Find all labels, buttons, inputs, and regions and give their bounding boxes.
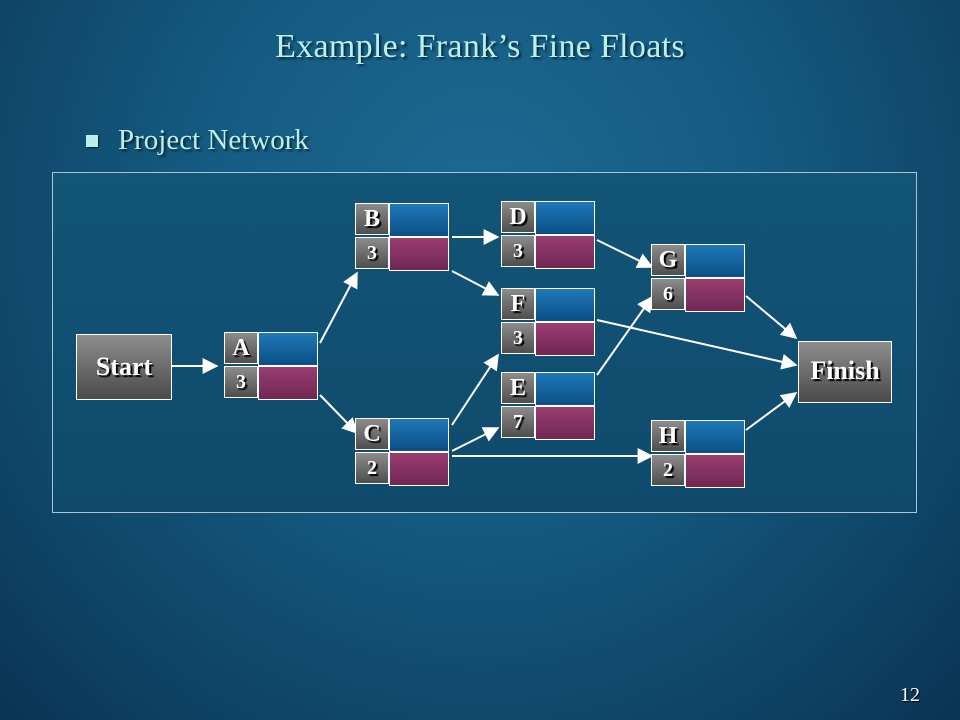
edge-c-e	[451, 427, 500, 452]
edge-e-g	[596, 295, 653, 376]
activity-label: F	[501, 288, 535, 320]
slide-title: Example: Frank’s Fine Floats	[275, 28, 685, 65]
activity-node-b: B 3	[355, 203, 449, 271]
early-times-cell	[685, 420, 745, 454]
early-times-cell	[535, 288, 595, 322]
finish-node: Finish	[798, 341, 892, 403]
activity-label: A	[224, 332, 258, 364]
finish-label: Finish	[810, 356, 880, 385]
bullet-text: Project Network	[118, 124, 309, 156]
late-times-cell	[258, 366, 318, 400]
activity-duration: 3	[224, 366, 258, 398]
edge-a-c	[319, 394, 359, 435]
edge-g-finish	[745, 295, 798, 340]
activity-node-e: E 7	[501, 372, 595, 440]
activity-node-g: G 6	[651, 244, 745, 312]
edge-d-g	[596, 239, 654, 268]
activity-label: E	[501, 372, 535, 404]
slide-number: 12	[900, 684, 920, 706]
edge-a-b	[319, 271, 358, 344]
late-times-cell	[685, 454, 745, 488]
activity-duration: 7	[501, 406, 535, 438]
edge-h-finish	[745, 392, 798, 431]
early-times-cell	[535, 201, 595, 235]
start-label: Start	[95, 352, 153, 381]
early-times-cell	[389, 203, 449, 237]
late-times-cell	[535, 322, 595, 356]
late-times-cell	[685, 278, 745, 312]
edge-c-f	[451, 353, 499, 426]
activity-label: C	[355, 418, 389, 450]
activity-node-f: F 3	[501, 288, 595, 356]
early-times-cell	[685, 244, 745, 278]
activity-node-d: D 3	[501, 201, 595, 269]
bullet-item: Project Network	[86, 124, 309, 157]
activity-duration: 3	[355, 237, 389, 269]
early-times-cell	[258, 332, 318, 366]
activity-label: D	[501, 201, 535, 233]
late-times-cell	[389, 237, 449, 271]
late-times-cell	[389, 452, 449, 486]
activity-duration: 3	[501, 235, 535, 267]
edge-b-f	[451, 270, 500, 296]
edge-f-finish	[596, 319, 798, 370]
activity-label: G	[651, 244, 685, 276]
activity-label: B	[355, 203, 389, 235]
start-node: Start	[76, 334, 172, 400]
activity-label: H	[651, 420, 685, 452]
activity-node-a: A 3	[224, 332, 318, 400]
activity-duration: 3	[501, 322, 535, 354]
activity-node-c: C 2	[355, 418, 449, 486]
late-times-cell	[535, 406, 595, 440]
activity-node-h: H 2	[651, 420, 745, 488]
late-times-cell	[535, 235, 595, 269]
activity-duration: 6	[651, 278, 685, 310]
early-times-cell	[389, 418, 449, 452]
activity-duration: 2	[651, 454, 685, 486]
activity-duration: 2	[355, 452, 389, 484]
bullet-square-icon	[86, 134, 98, 147]
early-times-cell	[535, 372, 595, 406]
